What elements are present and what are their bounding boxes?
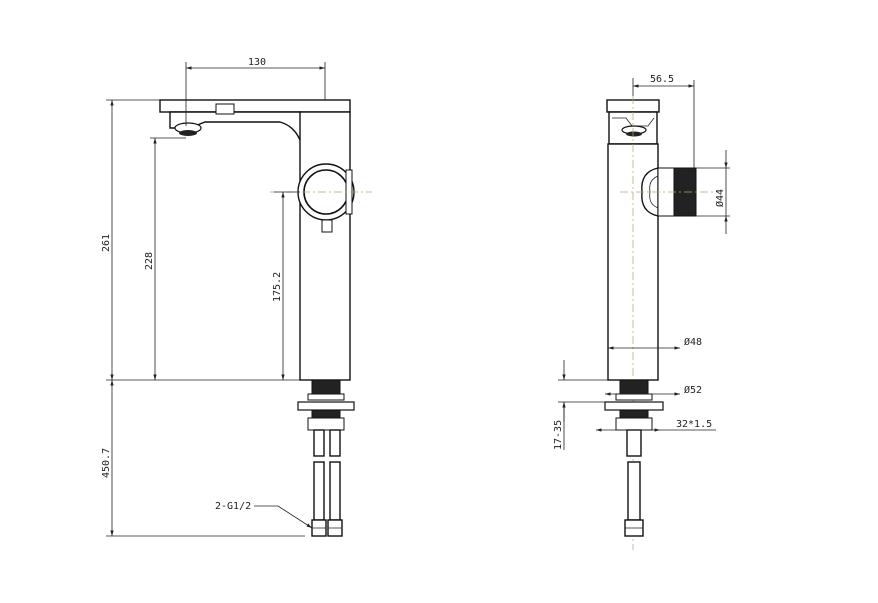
spout-height-label: 228: [144, 252, 155, 270]
aerator: [174, 103, 235, 136]
base-diameter-label: Ø52: [684, 384, 702, 396]
dim-spout-reach: 130: [185, 57, 326, 126]
threaded-base: [297, 379, 355, 431]
dim-thread: 32*1.5: [596, 419, 716, 432]
faucet-body: [299, 111, 351, 381]
spout-top: [159, 99, 351, 113]
connector-label: 2-G1/2: [215, 501, 251, 512]
thread-label: 32*1.5: [676, 419, 712, 430]
body-diameter-label: Ø48: [684, 336, 702, 348]
handle-diameter-label: Ø44: [714, 189, 726, 207]
spout-reach-label: 130: [248, 57, 266, 68]
total-height-label: 261: [101, 234, 112, 252]
hose-length-label: 450.7: [101, 448, 112, 478]
dim-handle-diameter: Ø44: [696, 150, 730, 234]
dim-side-reach: 56.5: [632, 74, 695, 168]
handle-height-label: 175.2: [272, 272, 283, 302]
dim-base-diameter: Ø52: [605, 384, 702, 396]
side-threaded-base: [604, 379, 664, 537]
dim-total-height: 261: [101, 100, 114, 380]
dim-body-diameter: Ø48: [608, 336, 702, 350]
dim-spout-height: 228: [144, 138, 157, 380]
thickness-label: 17-35: [553, 420, 564, 450]
dim-handle-height: 175.2: [272, 192, 285, 380]
hoses: [311, 429, 343, 537]
dim-hose-length: 450.7: [101, 380, 114, 536]
side-view: 56.5 Ø44 Ø48 Ø52 17-35: [553, 74, 730, 550]
connector-callout: 2-G1/2: [215, 501, 313, 529]
side-reach-label: 56.5: [650, 74, 674, 85]
dim-thickness: 17-35: [553, 360, 608, 450]
front-view: 130 261 228 175.2 450.7: [101, 57, 372, 537]
